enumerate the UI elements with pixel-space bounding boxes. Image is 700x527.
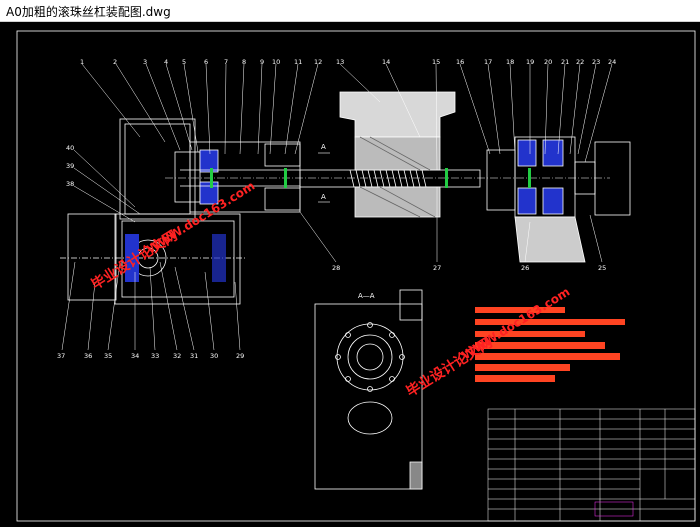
- callout-39: 39: [66, 162, 74, 170]
- tech-requirements: [475, 307, 625, 382]
- callout-8: 8: [242, 58, 246, 66]
- green-seal-1: [210, 168, 213, 188]
- callout-3: 3: [143, 58, 147, 66]
- callout-40: 40: [66, 144, 74, 152]
- callout-29: 29: [236, 352, 244, 360]
- callout-32: 32: [173, 352, 181, 360]
- section-mark-top: A: [321, 143, 326, 151]
- left-bearing-block: [174, 141, 301, 213]
- drawing-border: [16, 30, 696, 522]
- callout-5: 5: [182, 58, 186, 66]
- callout-14: 14: [382, 58, 390, 66]
- green-seal-3: [445, 168, 448, 188]
- callout-9: 9: [260, 58, 264, 66]
- callout-37: 37: [57, 352, 65, 360]
- ball-screw: [299, 169, 481, 188]
- callout-25: 25: [598, 264, 606, 272]
- callout-12: 12: [314, 58, 322, 66]
- callout-30: 30: [210, 352, 218, 360]
- callout-22: 22: [576, 58, 584, 66]
- window-titlebar: A0加粗的滚珠丝杠装配图.dwg: [0, 0, 700, 22]
- callout-38: 38: [66, 180, 74, 188]
- screw-nut-table: [339, 91, 456, 218]
- callout-27: 27: [433, 264, 441, 272]
- callout-23: 23: [592, 58, 600, 66]
- callout-28: 28: [332, 264, 340, 272]
- callout-18: 18: [506, 58, 514, 66]
- callout-21: 21: [561, 58, 569, 66]
- callout-7: 7: [224, 58, 228, 66]
- callout-1: 1: [80, 58, 84, 66]
- callout-35: 35: [104, 352, 112, 360]
- callout-20: 20: [544, 58, 552, 66]
- callout-17: 17: [484, 58, 492, 66]
- cad-drawing-canvas[interactable]: A A A—A: [0, 22, 700, 527]
- green-seal-4: [528, 168, 531, 188]
- callout-15: 15: [432, 58, 440, 66]
- callout-36: 36: [84, 352, 92, 360]
- section-view: [314, 289, 423, 490]
- cad-drawing: A A A—A: [16, 30, 696, 522]
- callout-16: 16: [456, 58, 464, 66]
- callout-4: 4: [164, 58, 168, 66]
- section-marks: [318, 152, 330, 203]
- callout-6: 6: [204, 58, 208, 66]
- callout-26: 26: [521, 264, 529, 272]
- callout-10: 10: [272, 58, 280, 66]
- section-view-label: A—A: [358, 292, 375, 300]
- callout-11: 11: [294, 58, 302, 66]
- leader-lines: [61, 63, 613, 351]
- right-bearing-block: [486, 136, 631, 263]
- green-seal-2: [284, 168, 287, 188]
- callout-31: 31: [190, 352, 198, 360]
- callout-2: 2: [113, 58, 117, 66]
- callout-13: 13: [336, 58, 344, 66]
- callout-34: 34: [131, 352, 139, 360]
- gear-housing: [60, 118, 245, 305]
- callout-24: 24: [608, 58, 616, 66]
- title-block: [487, 408, 696, 522]
- section-mark-bottom: A: [321, 193, 326, 201]
- window-title: A0加粗的滚珠丝杠装配图.dwg: [6, 5, 171, 19]
- callout-19: 19: [526, 58, 534, 66]
- callout-33: 33: [151, 352, 159, 360]
